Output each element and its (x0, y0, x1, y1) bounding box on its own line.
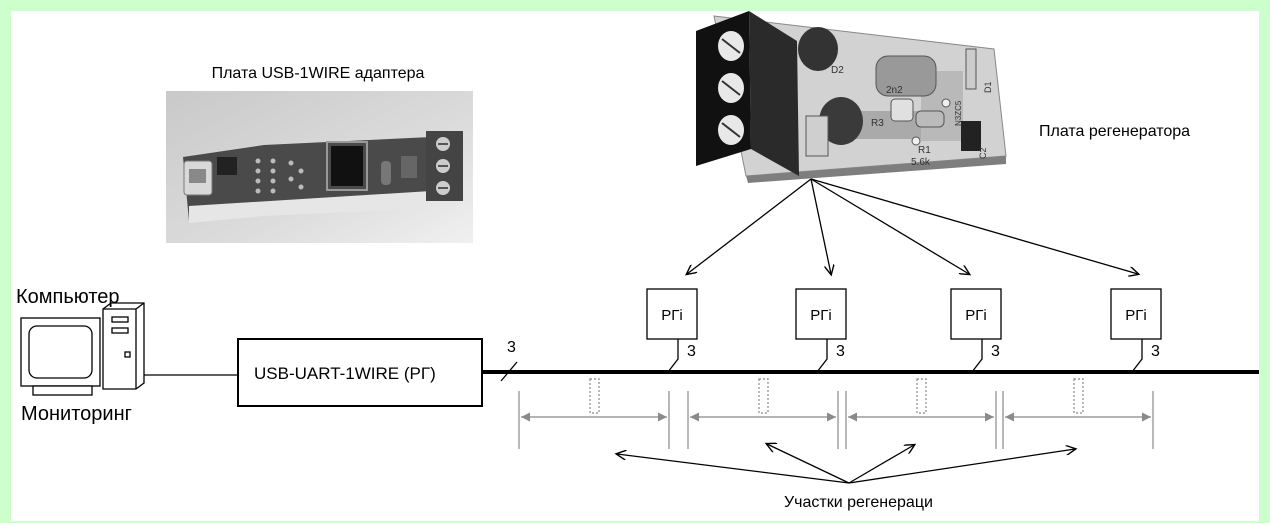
pcb-d1-label: D1 (983, 81, 993, 93)
pcb-r1-value: 5.6k (911, 157, 931, 168)
adapter-board-label: Плата USB-1WIRE адаптера (212, 65, 425, 82)
regenerator-board-label: Плата регенератора (1039, 123, 1190, 140)
regeneration-segments (518, 378, 1154, 449)
computer-label: Компьютер (16, 286, 120, 308)
regenerator-wire-count: 3 (687, 343, 696, 360)
converter-label: USB-UART-1WIRE (РГ) (254, 364, 436, 383)
pcb-r1-label: R1 (918, 145, 931, 156)
regeneration-sections-label: Участки регенераци (784, 494, 933, 511)
regenerator-label: РГі (1125, 307, 1146, 324)
computer-icon (20, 302, 145, 396)
segment-pointer-arrows (617, 444, 1075, 484)
pcb-r3-label: R3 (871, 118, 884, 129)
monitoring-label: Мониторинг (21, 403, 132, 425)
pcb-zener-label: N3ZC5 (954, 100, 963, 126)
pcb-c2-label: C2 (978, 147, 988, 159)
regenerator-label: РГі (810, 307, 831, 324)
regenerator-wire-count: 3 (836, 343, 845, 360)
bus-wire-count-slash (500, 361, 518, 382)
regenerator-node: РГі 3 (1110, 288, 1162, 373)
board-to-regenerator-arrows (687, 178, 1138, 274)
regenerator-board-image: 5.6k R1 2n2 R3 D2 C2 D1 N3ZC5 (696, 11, 1007, 183)
regenerator-node: РГі 3 (646, 288, 698, 373)
adapter-board-photo (166, 91, 473, 243)
pcb-d2-label: D2 (831, 65, 844, 76)
regenerator-wire-count: 3 (1151, 343, 1160, 360)
bus-wire-count: 3 (507, 339, 516, 356)
pcb-cap-label: 2n2 (886, 85, 903, 96)
regenerator-wire-count: 3 (991, 343, 1000, 360)
regenerator-label: РГі (661, 307, 682, 324)
regenerator-label: РГі (965, 307, 986, 324)
network-diagram: Плата USB-1WIRE адаптера (16, 11, 1259, 511)
regenerator-node: РГі 3 (950, 288, 1002, 373)
regenerator-node: РГі 3 (795, 288, 847, 373)
diagram-canvas: Плата USB-1WIRE адаптера (11, 11, 1259, 521)
